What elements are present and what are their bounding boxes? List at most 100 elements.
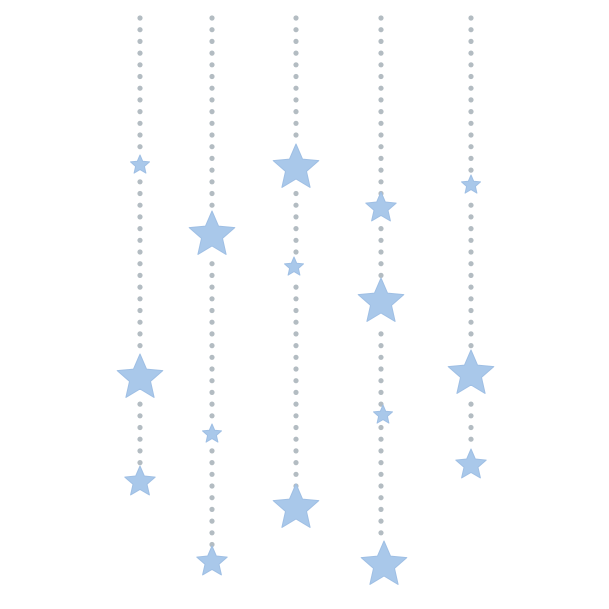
bead-dot [293,448,299,454]
bead-dot [209,483,215,489]
bead-dot [137,50,143,56]
bead-dot [468,27,474,33]
bead-dot [137,202,143,208]
bead-dot [378,331,384,337]
bead-dot [468,120,474,126]
bead-dot [209,354,215,360]
bead-dot [468,62,474,68]
bead-dot [468,307,474,314]
bead-dot [209,15,215,21]
bead-dot [468,436,474,442]
bead-dot [137,401,143,407]
bead-dot [293,284,299,290]
bead-dot [468,319,474,325]
bead-dot [378,343,384,349]
bead-dot [137,97,143,103]
bead-dot [293,249,299,255]
bead-dot [293,237,299,243]
bead-dot [378,436,384,442]
bead-dot [293,471,299,477]
bead-dot [209,389,215,395]
bead-dot [468,73,474,80]
bead-dot [378,167,384,173]
bead-dot [378,261,384,267]
bead-dot [468,284,474,290]
star-icon [447,349,495,394]
bead-dot [209,144,215,150]
bead-dot [468,401,474,407]
bead-dot [378,62,384,68]
bead-dot [293,97,299,103]
bead-dot [209,85,215,91]
bead-dot [293,389,299,395]
bead-dot [209,413,215,419]
bead-dot [293,307,299,314]
bead-dot [378,530,384,536]
bead-dot [209,343,215,349]
bead-dot [293,62,299,68]
bead-dot [209,506,215,512]
star-icon [272,483,320,528]
bead-dot [209,448,215,454]
bead-dot [293,85,299,91]
bead-dot [293,401,299,407]
bead-dot [293,50,299,56]
bead-dot [468,202,474,208]
bead-dot [137,448,143,454]
bead-dot [137,109,143,115]
bead-dot [293,424,299,431]
bead-dot [209,62,215,68]
bead-dot [378,50,384,56]
bead-dot [378,155,384,161]
star-icon [188,210,236,255]
bead-dot [378,179,384,185]
star-icon [461,174,481,194]
star-icon [284,256,304,276]
bead-dot [209,284,215,290]
garland-strand-4 [357,15,408,585]
bead-dot [293,378,299,384]
bead-dot [209,530,215,536]
star-icon [360,540,408,585]
bead-dot [137,343,143,349]
bead-dot [293,109,299,115]
bead-dot [209,401,215,407]
bead-dot [378,354,384,360]
bead-dot [137,424,143,431]
bead-dot [137,237,143,243]
bead-dot [468,214,474,220]
bead-dot [378,249,384,255]
bead-dot [293,460,299,466]
garland-strand-2 [188,15,236,576]
bead-dot [378,424,384,431]
bead-dot [468,85,474,91]
star-icon [116,353,164,398]
bead-dot [293,296,299,302]
bead-dot [137,73,143,80]
bead-dot [378,144,384,150]
bead-dot [293,319,299,325]
bead-dot [209,73,215,80]
bead-dot [293,226,299,232]
star-icon [373,404,393,424]
bead-dot [137,179,143,185]
bead-dot [209,460,215,466]
bead-dot [293,331,299,337]
bead-dot [293,343,299,349]
bead-dot [293,38,299,45]
bead-dot [468,15,474,21]
bead-dot [137,85,143,91]
bead-dot [137,214,143,220]
bead-dot [378,378,384,384]
bead-dot [293,413,299,419]
bead-dot [468,167,474,173]
garland-strand-5 [447,15,495,479]
bead-dot [137,296,143,302]
bead-dot [137,413,143,419]
bead-dot [468,144,474,150]
bead-dot [468,296,474,302]
star-icon [202,423,222,443]
bead-dot [209,190,215,197]
bead-dot [468,97,474,103]
